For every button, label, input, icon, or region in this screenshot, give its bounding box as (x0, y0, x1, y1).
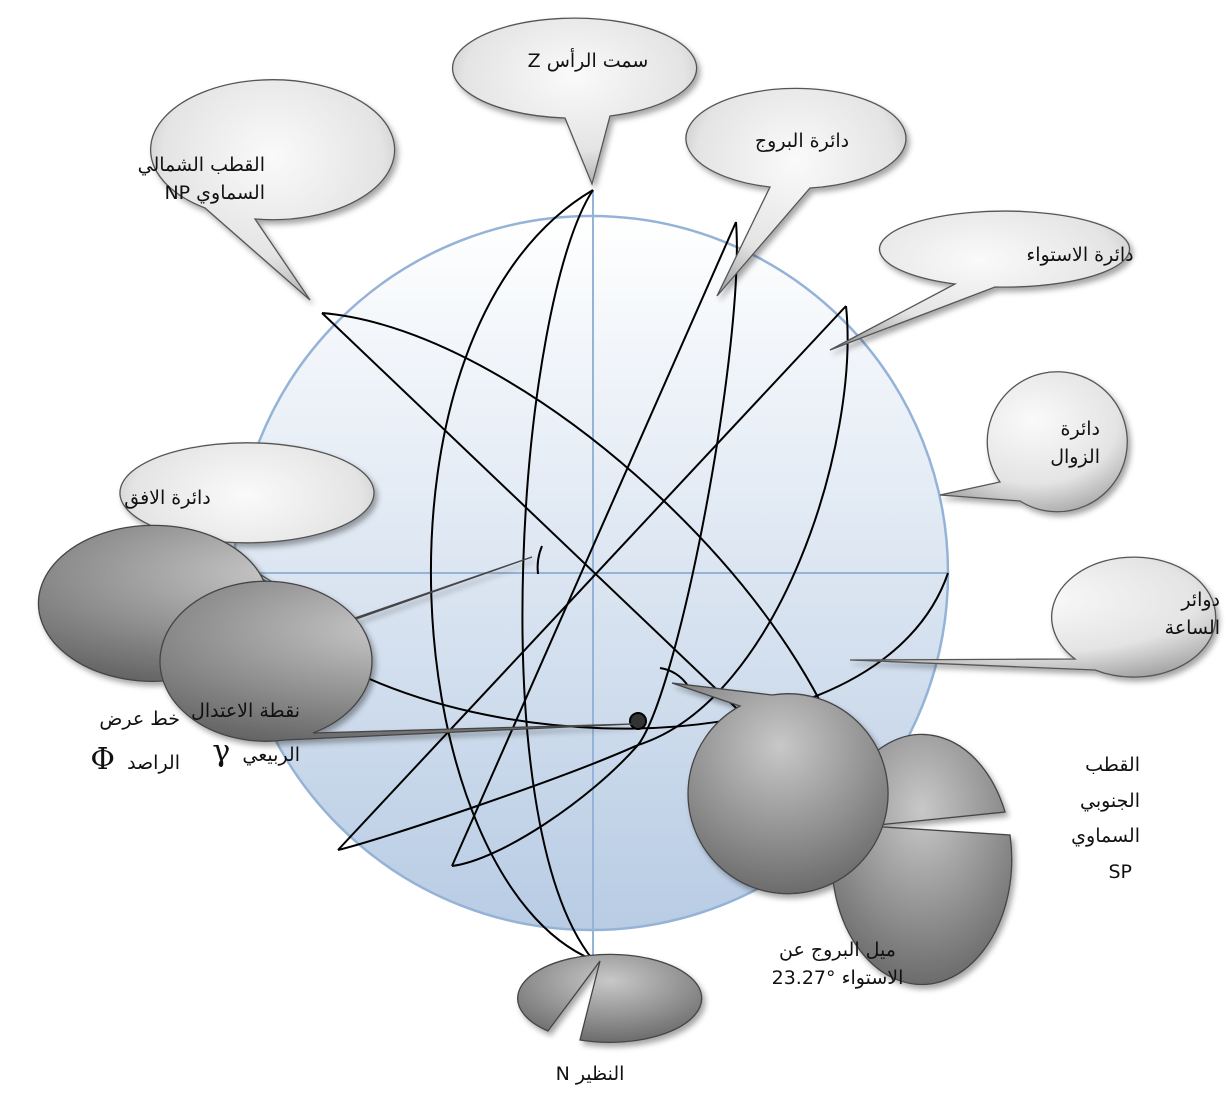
vernal-text-2: الربيعي (242, 743, 300, 766)
ecliptic-side-arc (451, 221, 738, 867)
equator-line (337, 305, 847, 851)
vernal-callout (159, 580, 633, 742)
obliquity-callout (671, 682, 889, 895)
latitude-text-1: خط عرض (99, 708, 180, 730)
equator-label: دائرة الاستواء (1005, 242, 1155, 270)
obliquity-label: ميل البروج عن الاستواء °23.27 (750, 937, 925, 992)
south-pole-text-3: السماوي (1071, 825, 1140, 848)
hour-circles-text-1: دوائر (1181, 589, 1220, 611)
south-pole-text-4: SP (1108, 860, 1132, 883)
meridian-callout (939, 371, 1128, 513)
obliquity-angle-arc (659, 667, 689, 687)
zenith-callout (451, 17, 698, 187)
meridian-ellipse-2 (521, 189, 594, 961)
horizon-text: دائرة الافق (124, 487, 211, 509)
nadir-text: النظير N (555, 1063, 625, 1085)
meridian-ellipse-1 (430, 189, 594, 961)
latitude-angle-arc (536, 545, 543, 575)
north-pole-text-1: القطب الشمالي (137, 154, 265, 176)
ecliptic-line (451, 221, 737, 867)
ecliptic-label: دائرة البروج (712, 128, 892, 156)
south-pole-text-2: الجنوبي (1079, 789, 1140, 812)
equator-side-arc (337, 305, 849, 851)
ecliptic-text: دائرة البروج (754, 130, 850, 152)
vernal-symbol: γ (212, 733, 231, 769)
equator-callout (829, 210, 1131, 351)
ecliptic-callout (685, 87, 907, 297)
meridian-label: دائرة الزوال (1030, 416, 1100, 471)
nadir-label: النظير N (515, 1061, 665, 1089)
nadir-callout (517, 953, 703, 1043)
south-pole-label: القطب الجنوبي السماوي SP (1040, 752, 1140, 886)
horizon-callout (119, 442, 375, 594)
equator-text: دائرة الاستواء (1026, 244, 1134, 266)
vernal-text-1: نقطة الاعتدال (191, 700, 300, 722)
horizon-label: دائرة الافق (75, 485, 260, 513)
vernal-equinox-point (629, 712, 647, 730)
hour-circles-callout (849, 556, 1217, 678)
hour-circles-text-2: الساعة (1164, 616, 1220, 639)
latitude-symbol: Φ (90, 741, 115, 777)
meridian-text-1: دائرة (1060, 418, 1100, 440)
south-pole-text-1: القطب (1085, 754, 1140, 776)
vernal-label: نقطة الاعتدال الربيعي γ (150, 698, 300, 773)
latitude-text-2: الراصد (127, 751, 180, 774)
zenith-label: سمت الرأس Z (488, 48, 688, 76)
obliquity-text-2: الاستواء °23.27 (771, 966, 904, 989)
north-pole-text-2: السماوي NP (164, 181, 265, 204)
zenith-text: سمت الرأس Z (527, 50, 649, 72)
meridian-text-2: الزوال (1050, 445, 1100, 468)
north-pole-callout (149, 79, 396, 301)
hour-circles-label: دوائر الساعة (1150, 587, 1220, 642)
north-pole-label: القطب الشمالي السماوي NP (95, 152, 265, 207)
latitude-label: خط عرض الراصد Φ (55, 706, 180, 781)
obliquity-text-1: ميل البروج عن (779, 939, 896, 961)
